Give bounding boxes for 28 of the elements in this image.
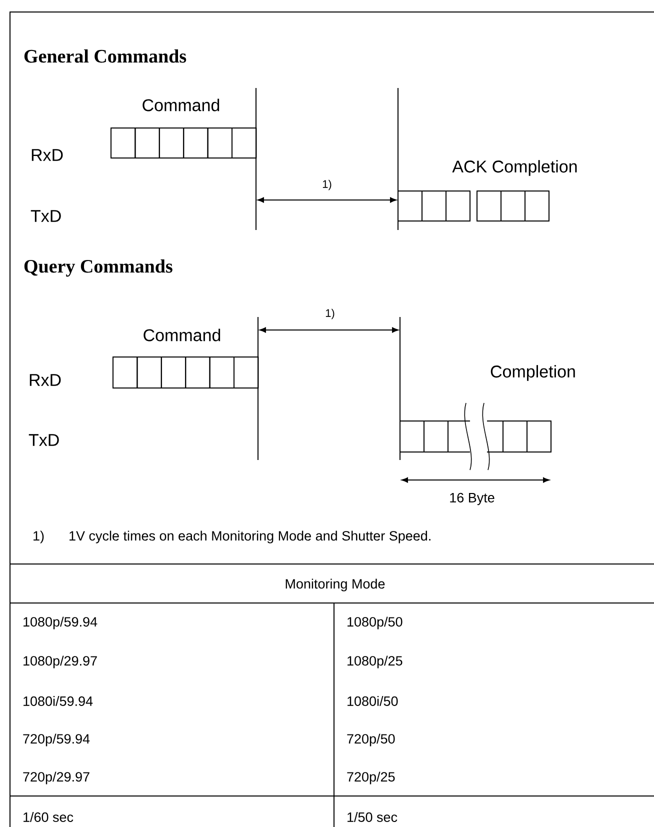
table-cell: 1080p/59.94 (24, 616, 98, 630)
frame-label: Command (142, 98, 220, 112)
table-header: Monitoring Mode (286, 578, 385, 592)
table-cell: 1080i/59.94 (24, 696, 93, 706)
table-cell: 720p/29.97 (23, 772, 90, 784)
frame-label: ACK Completion (452, 160, 577, 176)
dimension-label: 16 Byte (450, 492, 494, 506)
table-cell: 1080p/29.97 (24, 656, 97, 668)
signal-label: TxD (30, 210, 61, 222)
table-cell: 1080i/50 (348, 696, 398, 706)
signal-label: RxD (30, 374, 61, 386)
table-cell: 720p/25 (347, 772, 395, 784)
footnote: 1V cycle times on each Monitoring Mode and Shutter Speed. (70, 530, 430, 544)
section-heading: Query Commands (24, 259, 172, 277)
signal-label: TxD (28, 434, 59, 446)
signal-label: RxD (32, 149, 63, 161)
section-heading: General Commands (24, 49, 186, 63)
table-cell: 1/50 sec (348, 812, 398, 822)
table-cell: 720p/59.94 (23, 734, 90, 746)
table-cell: 1080p/25 (348, 656, 402, 668)
table-cell: 1080p/50 (348, 616, 402, 630)
dimension-label: 1) (322, 180, 332, 190)
footnote-marker: 1) (34, 530, 44, 544)
dimension-label: 1) (326, 308, 334, 320)
table-cell: 720p/50 (347, 734, 395, 746)
table-cell: 1/60 sec (24, 812, 74, 822)
frame-label: Command (144, 328, 220, 342)
frame-label: Completion (490, 365, 575, 381)
